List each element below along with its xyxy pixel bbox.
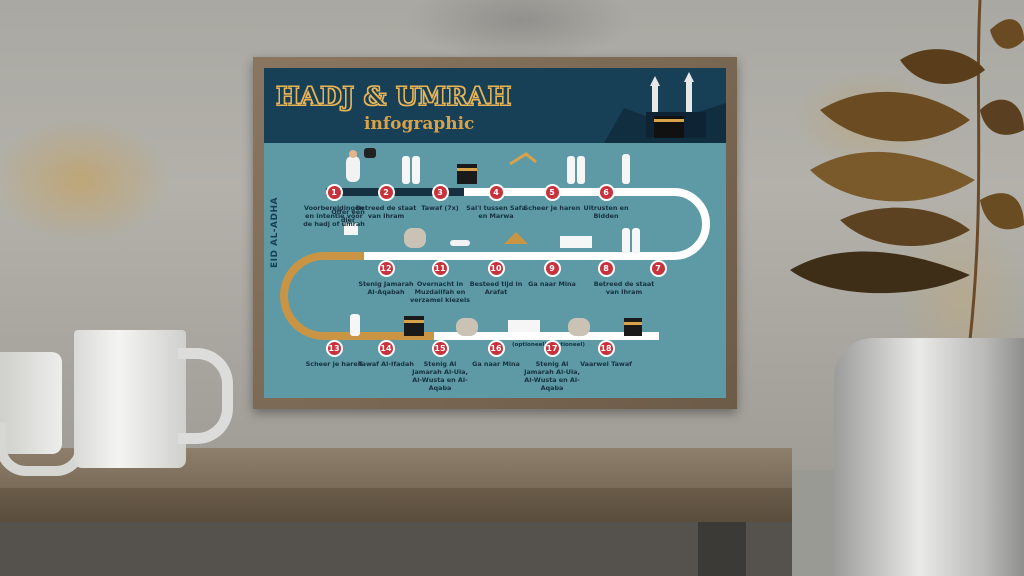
step-number-10: 10	[487, 259, 505, 277]
step-number-14: 14	[377, 339, 395, 357]
infographic-poster: HADJ & UMRAH infographic	[264, 68, 726, 398]
step-label-2: Betreed de staat van Ihram	[355, 204, 417, 220]
shelf-leg	[698, 522, 746, 576]
step-number-1: 1	[325, 183, 343, 201]
shelf-shadow	[0, 522, 792, 576]
step-number-4: 4	[487, 183, 505, 201]
eid-al-adha-label: EID AL-ADHA	[270, 197, 280, 268]
step-label-5: Scheer je haren	[523, 204, 581, 212]
step-label-15: Stenig Al Jamarah Al-Ula, Al-Wusta en Al…	[412, 360, 468, 392]
step-label-6: Uitrusten en Bidden	[583, 204, 629, 220]
step-number-13: 13	[325, 339, 343, 357]
white-mug	[74, 330, 186, 468]
plant	[790, 0, 1024, 341]
step-label-12: Stenig Jamarah Al-Aqabah	[358, 280, 414, 296]
step-number-3: 3	[431, 183, 449, 201]
kaaba-scene-illustration	[604, 72, 726, 143]
step-label-10: Besteed tijd in Arafat	[469, 280, 523, 296]
step-label-14: Tawaf Al-Ifadah	[358, 360, 414, 368]
white-vase	[834, 338, 1024, 576]
optional-label: (optioneel)	[550, 342, 585, 348]
poster-title: HADJ & UMRAH	[276, 82, 512, 112]
step-label-3: Tawaf (7x)	[421, 204, 459, 212]
poster-subtitle: infographic	[364, 114, 475, 134]
step-label-4: Sai'i tussen Safa en Marwa	[466, 204, 526, 220]
step-number-18: 18	[597, 339, 615, 357]
offer-label: Offer een dier	[331, 208, 365, 224]
step-number-5: 5	[543, 183, 561, 201]
step-label-18: Vaarwel Tawaf	[580, 360, 632, 368]
step-number-12: 12	[377, 259, 395, 277]
step-number-2: 2	[377, 183, 395, 201]
step-label-13: Scheer je haren	[305, 360, 363, 368]
mug-handle	[178, 348, 233, 444]
step-number-15: 15	[431, 339, 449, 357]
step-number-17: 17	[543, 339, 561, 357]
shelf-front	[0, 488, 792, 522]
step-number-16: 16	[487, 339, 505, 357]
step-number-8: 8	[597, 259, 615, 277]
end-umrah-label: Einde Umrah	[508, 188, 549, 194]
step-label-1: Voorbereidingen en intentie voor de hadj…	[303, 204, 365, 228]
step-number-9: 9	[543, 259, 561, 277]
step-label-17: Stenig Al Jamarah Al-Ula, Al-Wusta en Al…	[524, 360, 580, 392]
step-label-8: Betreed de staat van Ihram	[593, 280, 655, 296]
step-number-6: 6	[597, 183, 615, 201]
step-label-16: Ga naar Mina	[472, 360, 520, 368]
timeline-track	[280, 148, 710, 340]
step-number-11: 11	[431, 259, 449, 277]
optional-label: (optioneel)	[512, 342, 547, 348]
step-number-7: 7	[649, 259, 667, 277]
step-label-9: Ga naar Mina	[528, 280, 576, 288]
step-label-11: Overnacht in Muzdalifah en verzamel kiez…	[410, 280, 470, 304]
